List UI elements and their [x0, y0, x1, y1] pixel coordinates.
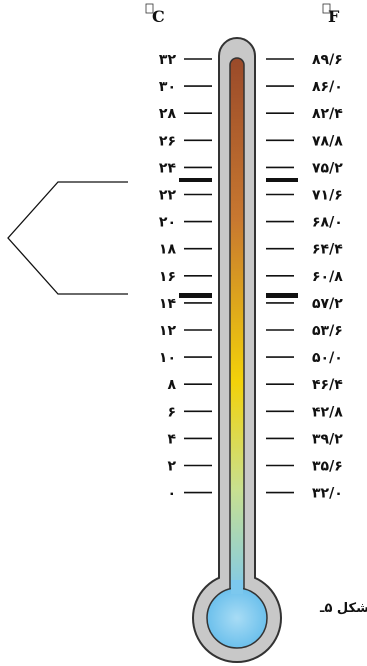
celsius-tick-label: ۲۰: [159, 215, 176, 231]
celsius-tick-label: ۳۲: [159, 52, 177, 68]
celsius-tick-label: ۲۸: [159, 106, 177, 122]
fahrenheit-tick-label: ۸۶/۰: [312, 79, 343, 95]
celsius-tick-label: ۱۰: [159, 350, 176, 366]
liquid-neck: [231, 580, 243, 594]
range-bracket: [7, 181, 128, 295]
fahrenheit-marker-upper: [266, 178, 298, 182]
fahrenheit-tick-label: ۳۹/۲: [312, 431, 343, 447]
fahrenheit-tick-label: ۴۲/۸: [312, 404, 343, 420]
figure-caption: شکل ۵ـ: [319, 601, 367, 616]
celsius-tick-label: ۲۶: [159, 133, 176, 149]
celsius-tick-label: ۴: [167, 431, 176, 447]
celsius-degree-box: [145, 3, 154, 14]
celsius-tick-label: ۰: [167, 486, 176, 502]
celsius-tick-label: ۳۰: [159, 79, 176, 95]
fahrenheit-tick-label: ۷۱/۶: [312, 188, 343, 204]
celsius-header: C: [145, 3, 165, 26]
liquid-bulb: [206, 587, 268, 649]
fahrenheit-unit-label: F: [328, 7, 340, 26]
thermometer-body: [192, 37, 282, 663]
fahrenheit-marker-lower: [266, 293, 298, 298]
fahrenheit-tick-label: ۷۵/۲: [312, 160, 343, 176]
fahrenheit-tick-label: ۳۵/۶: [312, 459, 343, 475]
celsius-tick-label: ۲۴: [159, 160, 177, 176]
fahrenheit-tick-label: ۵۳/۶: [312, 323, 343, 339]
range-markers: [179, 178, 298, 298]
fahrenheit-tick-label: ۳۲/۰: [312, 486, 343, 502]
fahrenheit-degree-box: [322, 3, 331, 14]
fahrenheit-tick-label: ۶۴/۴: [312, 242, 343, 258]
fahrenheit-tick-label: ۵۰/۰: [312, 350, 343, 366]
liquid-column: [229, 57, 245, 599]
fahrenheit-tick-label: ۵۷/۲: [312, 296, 343, 312]
fahrenheit-tick-label: ۶۸/۰: [312, 215, 343, 231]
fahrenheit-header: F: [322, 3, 340, 26]
celsius-tick-label: ۱۶: [159, 269, 176, 285]
fahrenheit-tick-label: ۴۶/۴: [312, 377, 343, 393]
fahrenheit-labels: ۸۹/۶ ۸۶/۰ ۸۲/۴ ۷۸/۸ ۷۵/۲ ۷۱/۶ ۶۸/۰ ۶۴/۴ ۶۰/۸ ۵۷/۲…: [312, 52, 343, 502]
celsius-tick-label: ۱۲: [159, 323, 177, 339]
celsius-tick-label: ۲۲: [159, 188, 177, 204]
celsius-tick-label: ۶: [167, 404, 176, 420]
fahrenheit-tick-label: ۶۰/۸: [312, 269, 343, 285]
celsius-tick-label: ۸: [167, 377, 176, 393]
fahrenheit-tick-label: ۸۹/۶: [312, 52, 343, 68]
fahrenheit-tick-label: ۸۲/۴: [312, 106, 343, 122]
fahrenheit-tick-label: ۷۸/۸: [312, 133, 343, 149]
scale-ticks: [184, 58, 294, 494]
celsius-marker-lower: [179, 293, 212, 298]
celsius-unit-label: C: [152, 7, 165, 26]
celsius-tick-label: ۲: [167, 459, 176, 475]
celsius-tick-label: ۱۴: [159, 296, 177, 312]
celsius-marker-upper: [179, 178, 212, 182]
celsius-tick-label: ۱۸: [159, 242, 177, 258]
